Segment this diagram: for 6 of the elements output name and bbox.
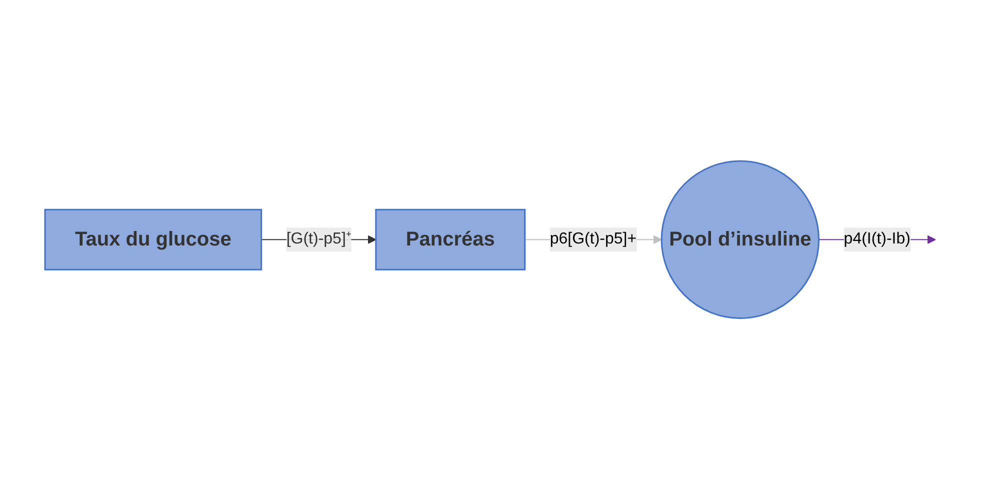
node-box: Taux du glucose [44, 209, 262, 271]
node-box: Pancréas [374, 209, 526, 271]
edge-label: [G(t)-p5]⁺ [286, 230, 351, 248]
edge-label: p4(I(t)-Ib) [844, 230, 910, 248]
node-circle: Pool d’insuline [660, 160, 820, 320]
edge-label: p6[G(t)-p5]+ [550, 230, 636, 248]
